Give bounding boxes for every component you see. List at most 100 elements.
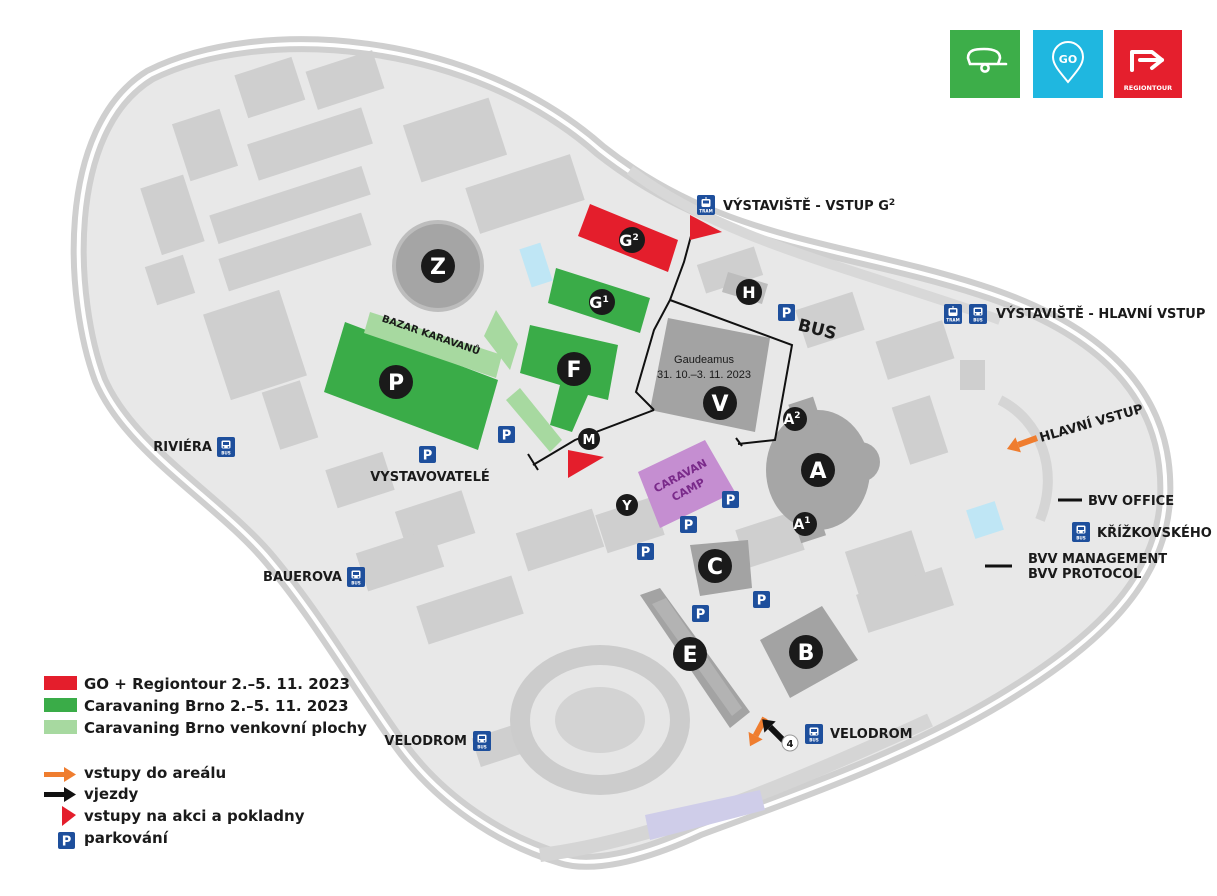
parking-icon <box>722 491 739 509</box>
pointer-lines <box>985 498 1082 568</box>
caravaning-outdoor-areas <box>364 310 562 452</box>
bus-icon <box>1072 522 1090 542</box>
svg-text:Caravaning Brno venkovní ploch: Caravaning Brno venkovní plochy <box>84 719 367 737</box>
svg-text:BVV OFFICE: BVV OFFICE <box>1088 494 1174 509</box>
svg-text:Z: Z <box>430 255 446 280</box>
svg-text:Caravaning Brno 2.–5. 11. 2023: Caravaning Brno 2.–5. 11. 2023 <box>84 697 349 715</box>
caravan-icon <box>966 47 1008 73</box>
svg-text:BAUEROVA: BAUEROVA <box>263 570 342 585</box>
stop-velodrom-left: VELODROM <box>384 731 491 751</box>
parking-icon <box>753 591 770 609</box>
svg-text:4: 4 <box>787 739 794 750</box>
parking-icon <box>637 543 654 561</box>
svg-text:GO + Regiontour 2.–5. 11. 2023: GO + Regiontour 2.–5. 11. 2023 <box>84 675 350 693</box>
hall-a2-marker: A2 <box>783 407 807 431</box>
purple-area <box>645 790 765 840</box>
arrow-r-icon <box>1130 50 1164 72</box>
entrance-arrows <box>748 435 1039 747</box>
hall-c-marker: C <box>698 549 732 583</box>
regiontour-logo: REGIONTOUR <box>1114 30 1182 98</box>
legend-symbol-pokladny: vstupy na akci a pokladny <box>62 806 305 826</box>
hall-f-marker: F <box>557 352 591 386</box>
location-pin-icon <box>1051 41 1085 84</box>
bvv-office-label: BVV OFFICE <box>1088 494 1174 509</box>
hall-y-marker: Y <box>616 494 638 516</box>
svg-text:KŘÍŽKOVSKÉHO: KŘÍŽKOVSKÉHO <box>1097 525 1212 541</box>
event-entry-flags <box>568 215 722 478</box>
black-arrow-icon <box>44 787 76 802</box>
parking-icon <box>498 426 515 444</box>
hall-h-marker: H <box>736 279 762 305</box>
hall-a1-marker: A1 <box>793 512 817 536</box>
svg-text:vstupy do areálu: vstupy do areálu <box>84 764 226 782</box>
legend-symbol-vjezdy: vjezdy <box>44 785 139 803</box>
bvv-management-label: BVV MANAGEMENT BVV PROTOCOL <box>1028 552 1167 582</box>
legend-item-outdoor: Caravaning Brno venkovní plochy <box>44 719 367 737</box>
parking-icon <box>778 304 795 322</box>
gaudeamus-dates: 31. 10.–3. 11. 2023 <box>657 369 751 381</box>
label-vystavovatele: VYSTAVOVATELÉ <box>370 469 490 485</box>
legend-symbol-entrances: vstupy do areálu <box>44 764 226 782</box>
hall-a-marker: A <box>801 453 835 487</box>
entry-flag-m <box>568 450 604 478</box>
parking-icon <box>419 446 436 464</box>
svg-text:H: H <box>742 283 755 302</box>
svg-text:A: A <box>809 459 826 484</box>
bus-icon <box>217 437 235 457</box>
hall-labels: Z P F G1 G2 V H M Y A A2 A1 C E B <box>379 227 835 671</box>
svg-text:G1: G1 <box>589 293 608 312</box>
bus-icon <box>805 724 823 744</box>
orange-arrow-icon <box>44 767 76 782</box>
go-logo: GO <box>1033 30 1103 98</box>
parking-icon <box>58 832 75 850</box>
svg-text:RIVIÉRA: RIVIÉRA <box>153 439 212 455</box>
stop-riviera: RIVIÉRA <box>153 437 235 457</box>
svg-text:C: C <box>707 555 723 580</box>
svg-text:BVV PROTOCOL: BVV PROTOCOL <box>1028 567 1141 582</box>
svg-text:VÝSTAVIŠTĚ - HLAVNÍ VSTUP: VÝSTAVIŠTĚ - HLAVNÍ VSTUP <box>996 306 1205 322</box>
legend: GO + Regiontour 2.–5. 11. 2023 Caravanin… <box>44 675 367 850</box>
svg-text:V: V <box>711 392 728 417</box>
building-blocks <box>140 50 1004 767</box>
parking-icon <box>692 605 709 623</box>
bus-icon <box>347 567 365 587</box>
hall-v-marker: V <box>703 386 737 420</box>
sponsor-logos: GO REGIONTOUR <box>950 30 1182 98</box>
stop-bauerova: BAUEROVA <box>263 567 365 587</box>
svg-text:BVV MANAGEMENT: BVV MANAGEMENT <box>1028 552 1167 567</box>
red-flag-icon <box>62 806 76 826</box>
gaudeamus-title: Gaudeamus <box>674 354 734 366</box>
bus-icon <box>473 731 491 751</box>
legend-item-go: GO + Regiontour 2.–5. 11. 2023 <box>44 675 350 693</box>
svg-text:A2: A2 <box>783 411 800 428</box>
svg-text:B: B <box>798 641 815 666</box>
svg-text:GO: GO <box>1059 53 1077 66</box>
svg-text:M: M <box>583 433 596 448</box>
hall-v-area <box>650 318 770 432</box>
tram-icon <box>696 194 716 216</box>
stop-velodrom-right: VELODROM <box>805 724 913 744</box>
hall-g1-marker: G1 <box>589 289 615 315</box>
stop-hlavni-vstup: VÝSTAVIŠTĚ - HLAVNÍ VSTUP <box>943 303 1205 325</box>
svg-text:VÝSTAVIŠTĚ - VSTUP G2: VÝSTAVIŠTĚ - VSTUP G2 <box>723 198 895 214</box>
walking-routes <box>527 235 794 471</box>
hall-e-marker: E <box>673 637 707 671</box>
svg-text:P: P <box>388 371 404 396</box>
hall-g2-marker: G2 <box>619 227 645 253</box>
hall-b-marker: B <box>789 635 823 669</box>
hall-z-marker: Z <box>421 249 455 283</box>
stop-vstup-g2: VÝSTAVIŠTĚ - VSTUP G2 <box>696 194 895 216</box>
entry-flag-g2 <box>690 215 722 240</box>
legend-item-caravaning: Caravaning Brno 2.–5. 11. 2023 <box>44 697 349 715</box>
svg-text:parkování: parkování <box>84 829 169 847</box>
svg-text:REGIONTOUR: REGIONTOUR <box>1124 84 1172 92</box>
svg-text:vjezdy: vjezdy <box>84 785 139 803</box>
svg-text:F: F <box>566 358 581 383</box>
hall-m-marker: M <box>578 428 600 450</box>
velodrome <box>510 645 690 795</box>
tram-icon <box>943 303 963 325</box>
caravan-camp-area <box>638 440 735 528</box>
svg-text:vstupy na akci a pokladny: vstupy na akci a pokladny <box>84 807 305 825</box>
svg-text:VELODROM: VELODROM <box>384 734 467 749</box>
